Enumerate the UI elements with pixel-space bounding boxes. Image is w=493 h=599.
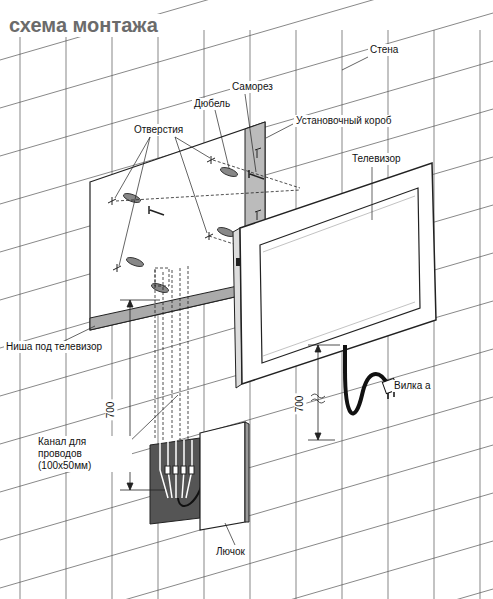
tv-screen	[260, 188, 420, 363]
dimension: 700	[294, 394, 306, 415]
wall-label: Стена	[368, 44, 400, 56]
screw-label: Саморез	[230, 81, 275, 93]
channel-label: Канал для проводов (100x50мм)	[36, 436, 132, 472]
dimension-lines	[120, 300, 340, 490]
dowels	[122, 166, 238, 295]
wire-box	[150, 438, 200, 524]
plug-label: Вилка а	[392, 380, 433, 392]
holes-label: Отверстия	[132, 124, 185, 136]
power-cord	[345, 345, 388, 414]
tv-label: Телевизор	[350, 153, 403, 165]
title: схема монтажа	[6, 14, 161, 37]
holes	[108, 156, 215, 272]
mount-box-label: Установочный короб	[294, 115, 394, 127]
wire-channel	[155, 266, 188, 440]
dimension: 700	[105, 400, 117, 421]
dowel-label: Дюбель	[192, 98, 232, 110]
niche-label: Ниша под телевизор	[4, 341, 104, 353]
tv-frame	[240, 163, 436, 384]
hatch-label: Лючок	[214, 546, 247, 558]
hatch-lid	[200, 422, 245, 530]
